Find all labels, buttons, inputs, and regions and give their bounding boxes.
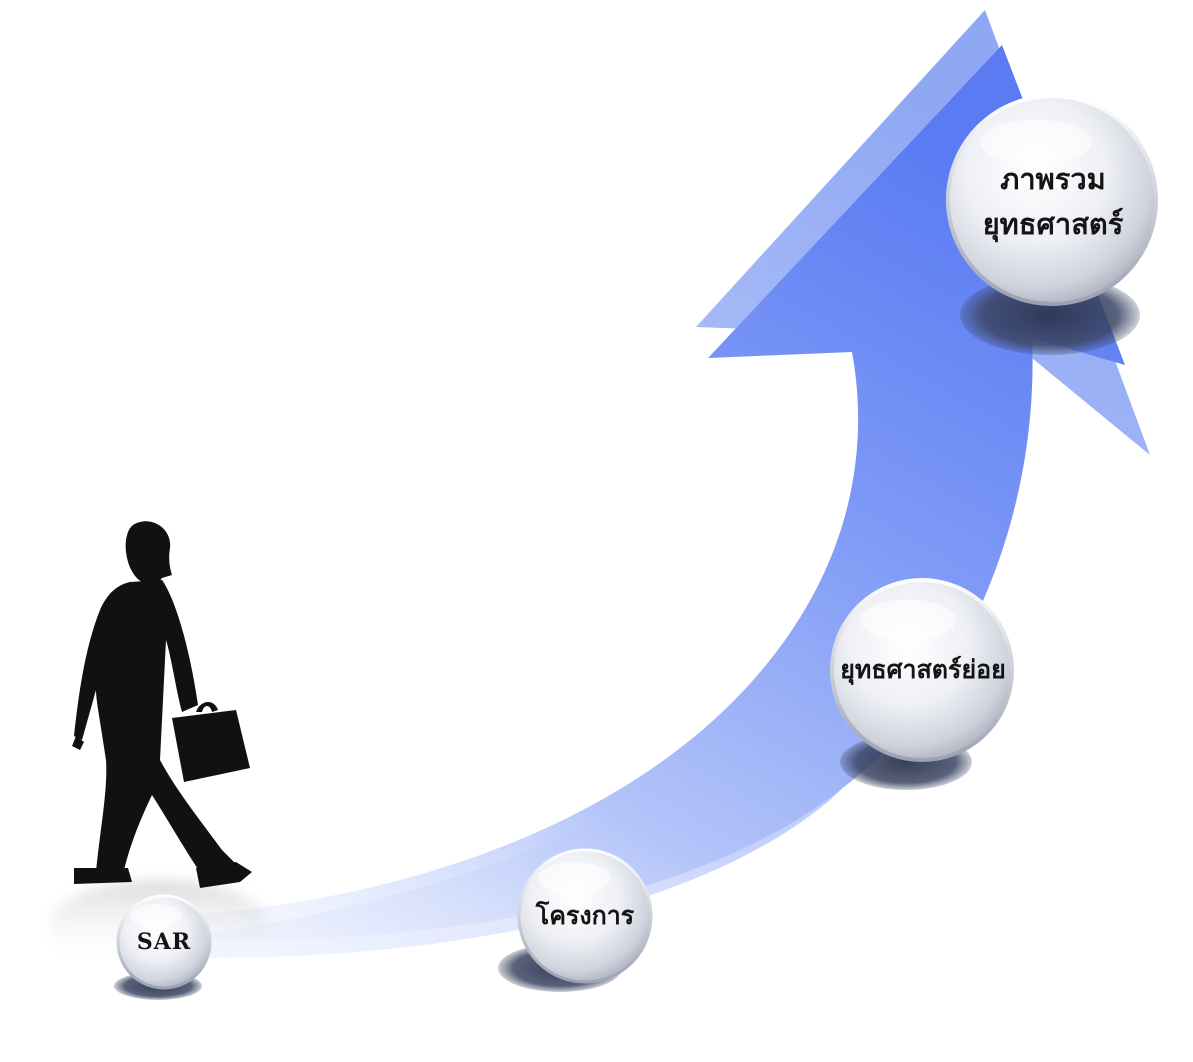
node-overall-strategy-label-line1: ภาพรวม <box>1000 162 1106 197</box>
businessman-silhouette-icon <box>72 521 252 888</box>
node-overall-strategy <box>946 94 1158 355</box>
node-overall-strategy-label: ภาพรวม ยุทธศาสตร์ <box>950 98 1156 306</box>
node-sub-strategy-label: ยุทธศาสตร์ย่อย <box>840 654 1006 684</box>
node-sar <box>114 894 212 1000</box>
node-overall-strategy-label-line2: ยุทธศาสตร์ <box>982 207 1124 241</box>
node-project-label: โครงการ <box>535 900 635 930</box>
node-project <box>498 848 653 992</box>
node-sub-strategy <box>830 578 1014 790</box>
node-sar-label: SAR <box>136 928 192 955</box>
